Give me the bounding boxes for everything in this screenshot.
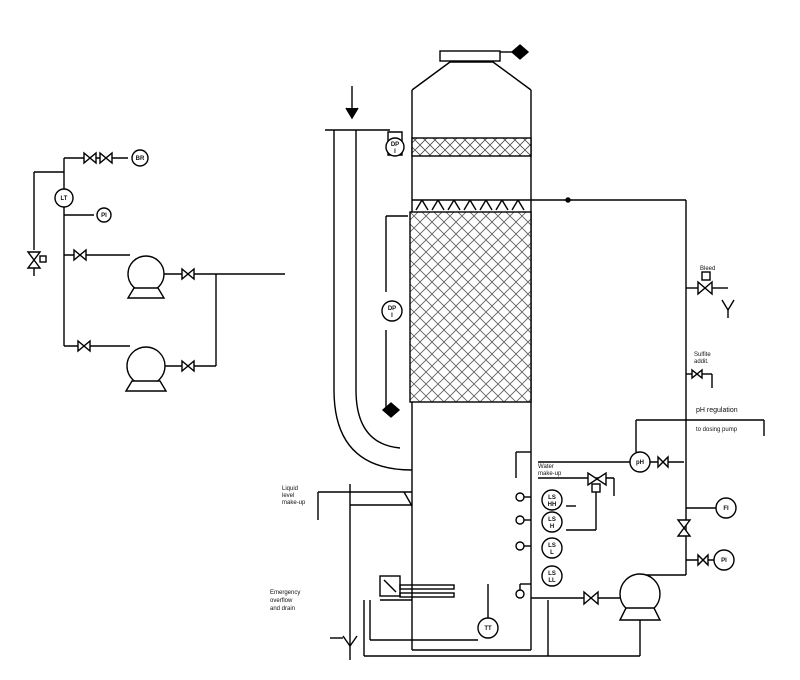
makeup-label-1: Water <box>538 464 554 470</box>
pump-left-1 <box>126 255 166 299</box>
fi-instrument <box>715 497 737 519</box>
dp-mid-label: DP <box>388 306 396 312</box>
ph-sample-valve <box>657 455 669 469</box>
ls1-sub: HH <box>548 502 557 508</box>
lt-instrument <box>54 188 74 208</box>
ls-hh-instrument <box>541 489 563 511</box>
dp-mid-sub: I <box>391 313 393 319</box>
ls3-sub: L <box>550 550 554 556</box>
sulfite-valve <box>686 368 713 388</box>
bleed-valve <box>686 271 735 318</box>
vent-relief-symbol <box>500 44 530 60</box>
lt-label: LT <box>61 196 68 202</box>
emergency-label-2: overflow <box>270 598 293 604</box>
pi-left-instrument <box>96 207 112 223</box>
pump-discharge-valve <box>676 519 692 537</box>
packing-bed <box>409 211 532 403</box>
sulfite-label-2: addit. <box>694 359 709 365</box>
ls1-label: LS <box>548 495 556 501</box>
liquid-label-1: Liquid <box>282 486 298 492</box>
tt-label: TT <box>484 626 492 632</box>
ph-label: pH <box>636 460 644 466</box>
pi-right-label: PI <box>721 558 727 564</box>
ls4-sub: LL <box>548 578 556 584</box>
spray-nozzles <box>415 199 525 211</box>
dp-top-instrument <box>385 137 405 157</box>
pump-suction-valve <box>583 590 599 606</box>
ph-instrument <box>629 451 651 473</box>
pi-left-label: PI <box>101 213 107 219</box>
dp-mid-instrument <box>381 300 403 322</box>
ls3-label: LS <box>548 543 556 549</box>
demister-mesh <box>411 137 532 157</box>
recirculation-pump <box>618 573 662 621</box>
makeup-control-valve <box>587 471 615 496</box>
dosing-pump-label: to dosing pump <box>696 427 738 433</box>
ls-ll-instrument <box>541 565 563 587</box>
fi-label: FI <box>723 506 729 512</box>
valve-to-br <box>83 151 113 165</box>
dp-top-label: DP <box>391 142 399 148</box>
ls4-label: LS <box>548 571 556 577</box>
pi-right-instrument <box>713 549 735 571</box>
recirculation-loop <box>515 197 765 621</box>
ls-l-instrument <box>541 537 563 559</box>
valve-pump2-inlet <box>77 339 91 353</box>
emergency-label-1: Emergency <box>270 590 300 596</box>
ls2-label: LS <box>548 517 556 523</box>
liquid-label-3: make-up <box>282 500 306 506</box>
liquid-label-2: level <box>282 493 294 499</box>
pi-valve <box>697 553 709 567</box>
bottom-drain-system <box>317 484 641 660</box>
ls2-sub: H <box>550 524 554 530</box>
scrubber-tower <box>409 44 532 651</box>
valve-pump1-outlet <box>181 267 195 281</box>
tt-instrument <box>477 617 499 639</box>
pump-left-2 <box>124 346 168 392</box>
ph-regulation-label: pH regulation <box>696 407 738 414</box>
ls-h-instrument <box>541 511 563 533</box>
sight-glass-symbol <box>381 402 401 418</box>
drain-valve-left <box>26 251 47 276</box>
br-label: BR <box>136 156 145 162</box>
sulfite-label-1: Sulfite <box>694 352 711 358</box>
heater-element <box>379 575 455 598</box>
valve-pump2-outlet <box>181 359 195 373</box>
bleed-label: Bleed <box>700 266 715 272</box>
br-instrument <box>131 149 149 167</box>
emergency-label-3: and drain <box>270 606 295 612</box>
left-auxiliary-system <box>26 151 285 392</box>
dp-top-sub: I <box>394 149 396 155</box>
makeup-label-2: make-up <box>538 471 562 477</box>
valve-pump1-inlet <box>73 248 87 262</box>
